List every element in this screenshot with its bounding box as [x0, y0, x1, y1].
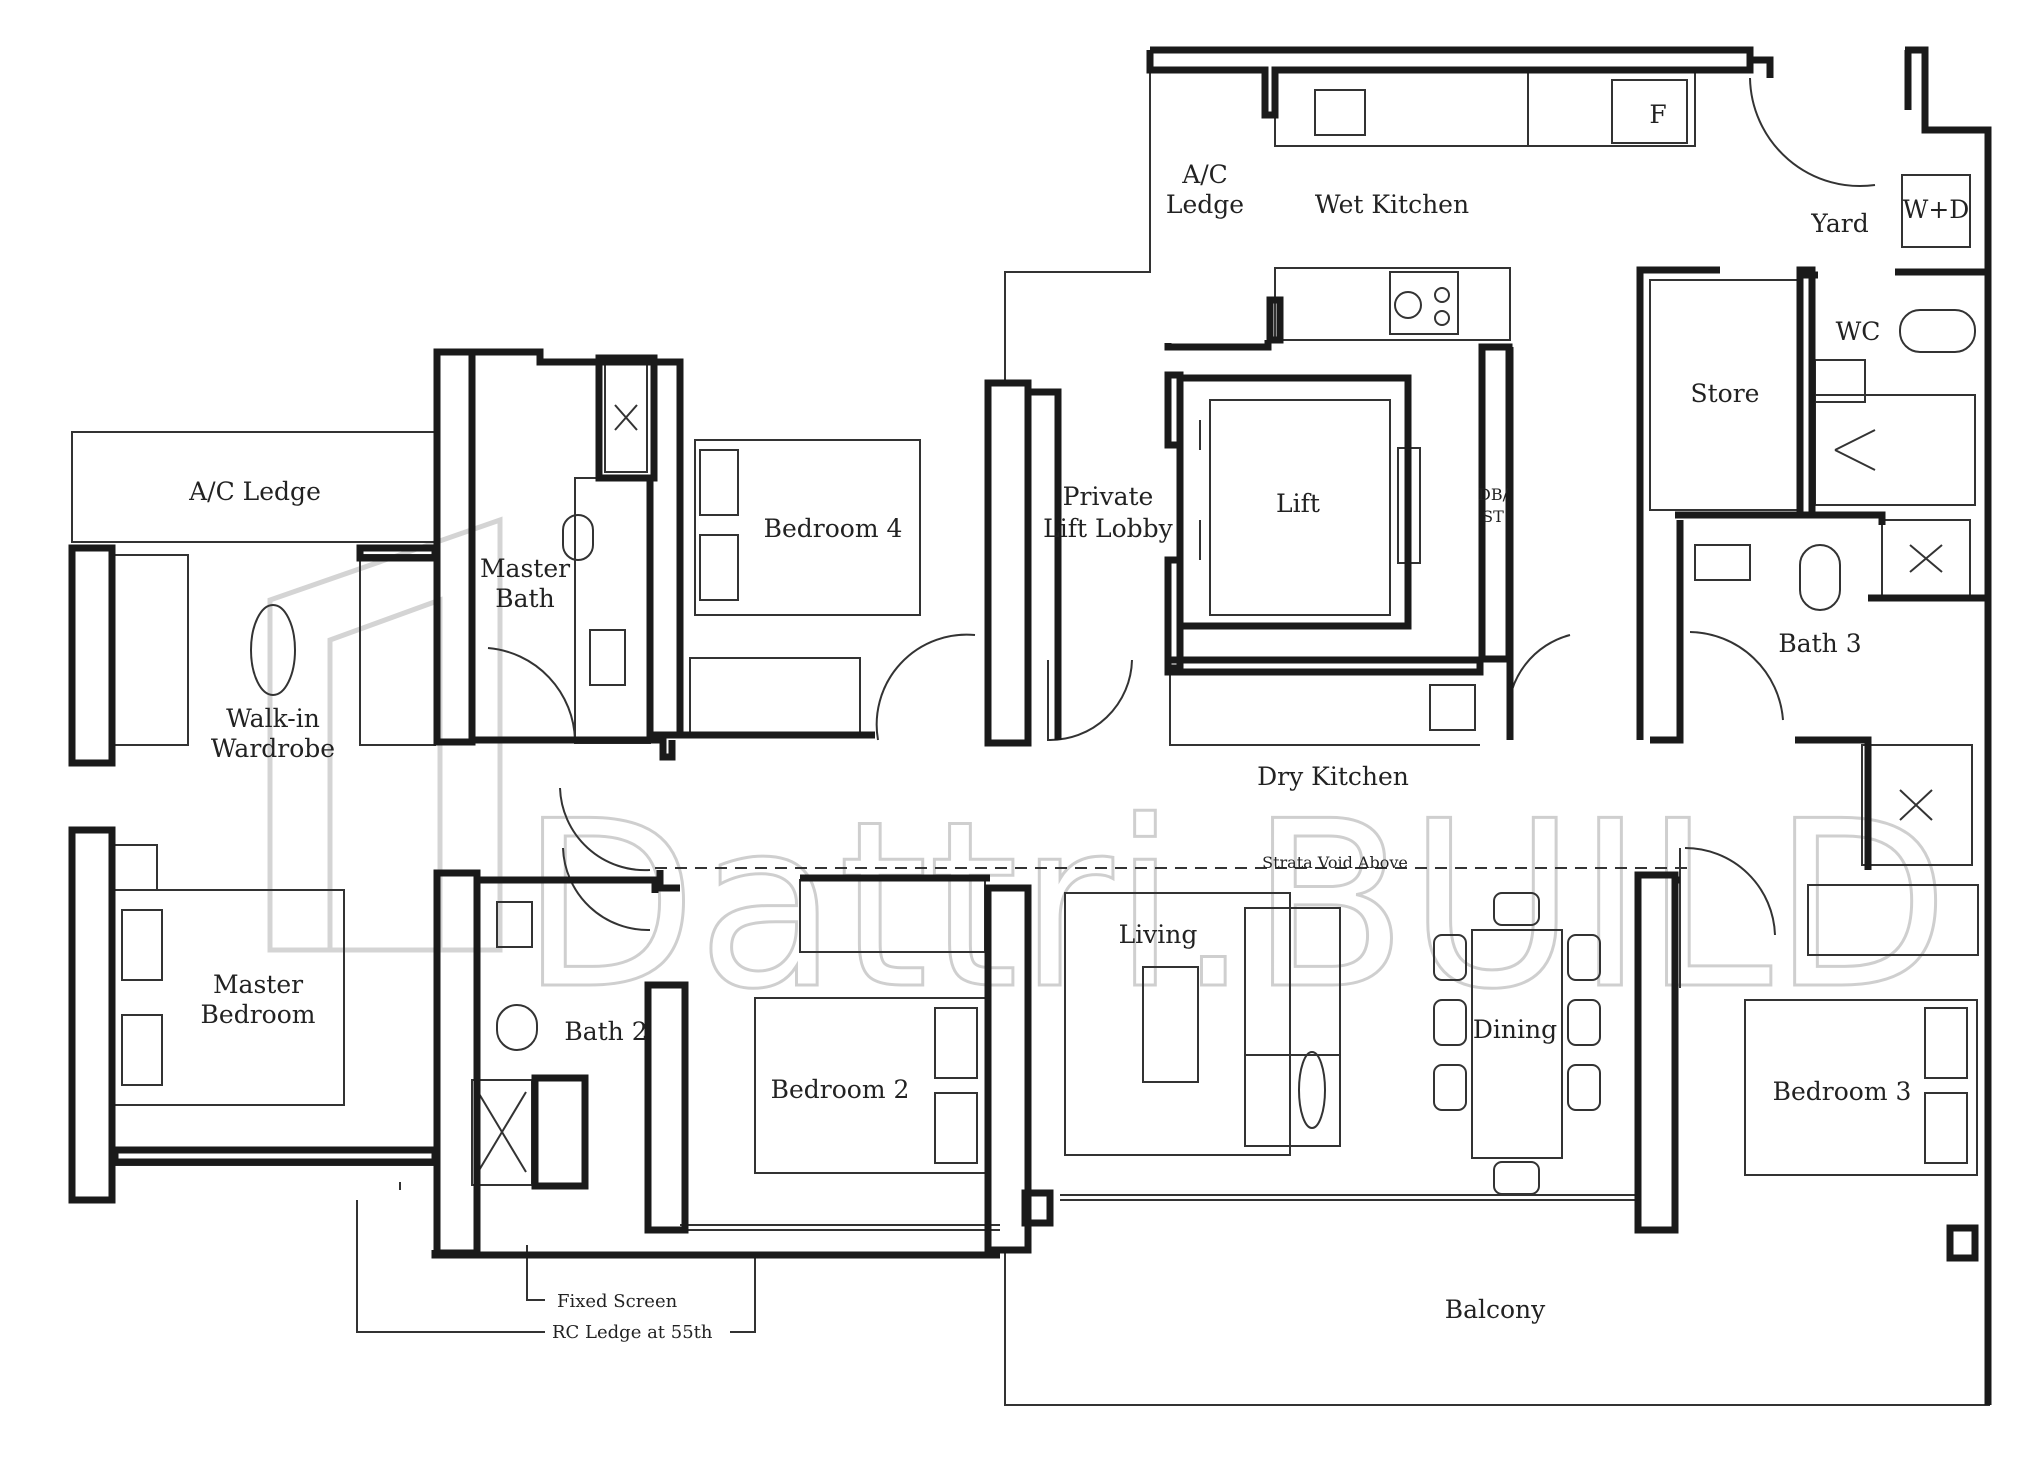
- watermark: Dattri.BUILD: [267, 516, 1951, 1042]
- label-bedroom-4: Bedroom 4: [764, 514, 903, 543]
- label-store: Store: [1691, 379, 1760, 408]
- label-lift: Lift: [1276, 489, 1320, 518]
- annotation-fixed-screen: Fixed Screen: [557, 1291, 678, 1312]
- walls: [68, 46, 1992, 1405]
- label-wet-kitchen: Wet Kitchen: [1315, 190, 1469, 219]
- label-master-bedroom-1: Master: [213, 970, 303, 999]
- label-master-bath-2: Bath: [495, 584, 554, 613]
- label-wc: WC: [1836, 317, 1881, 346]
- label-fridge: F: [1649, 100, 1666, 129]
- label-private-lift-1: Private: [1063, 482, 1154, 511]
- label-ac-ledge-top-2: Ledge: [1166, 190, 1244, 219]
- label-private-lift-2: Lift Lobby: [1043, 514, 1174, 543]
- label-bedroom-3: Bedroom 3: [1773, 1077, 1912, 1106]
- label-bath-3: Bath 3: [1778, 629, 1861, 658]
- annotation-rc-ledge: RC Ledge at 55th: [552, 1322, 713, 1343]
- label-dining: Dining: [1473, 1015, 1557, 1044]
- label-ac-ledge-top-1: A/C: [1181, 160, 1228, 189]
- label-bedroom-2: Bedroom 2: [771, 1075, 910, 1104]
- label-db-st-2: ST: [1482, 507, 1504, 526]
- label-db-st-1: DB/: [1478, 485, 1509, 504]
- label-ac-ledge-left: A/C Ledge: [188, 477, 321, 506]
- label-washer-dryer: W+D: [1903, 195, 1970, 224]
- label-yard: Yard: [1810, 209, 1868, 238]
- label-master-bedroom-2: Bedroom: [201, 1000, 316, 1029]
- label-walk-in-1: Walk-in: [226, 704, 320, 733]
- watermark-text: Dattri.BUILD: [520, 773, 1949, 1040]
- label-master-bath-1: Master: [480, 554, 570, 583]
- label-bath-2: Bath 2: [564, 1017, 647, 1046]
- label-living: Living: [1119, 920, 1198, 949]
- room-labels: A/C Ledge Walk-in Wardrobe Master Bath B…: [188, 100, 1969, 1324]
- annotation-strata-void: Strata Void Above: [1262, 853, 1408, 872]
- label-balcony: Balcony: [1445, 1295, 1546, 1324]
- annotations: Strata Void Above Fixed Screen RC Ledge …: [552, 853, 1408, 1343]
- label-dry-kitchen: Dry Kitchen: [1257, 762, 1409, 791]
- label-walk-in-2: Wardrobe: [211, 734, 335, 763]
